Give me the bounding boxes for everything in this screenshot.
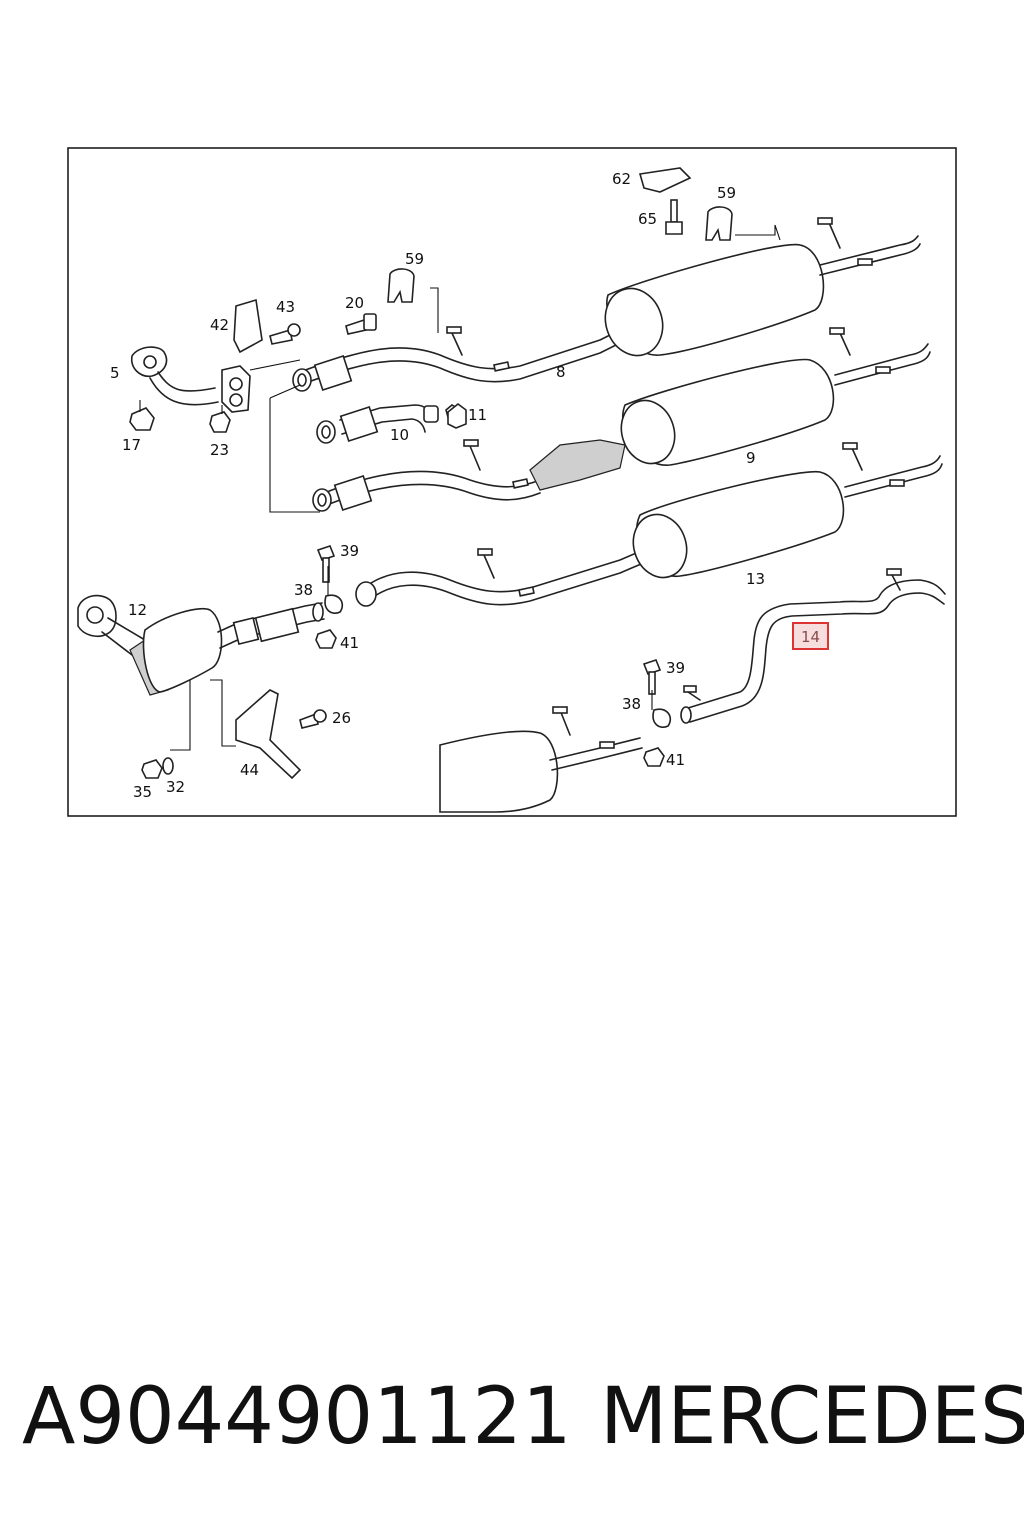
callout-14: 14 <box>801 628 820 646</box>
callout-41: 41 <box>340 634 359 652</box>
middle-muffler-9 <box>312 327 931 512</box>
hardware-parts <box>129 167 733 780</box>
callout-labels: 62 65 59 59 42 43 20 5 17 23 8 10 11 9 3… <box>110 170 765 801</box>
exhaust-pipe-14 <box>680 568 946 724</box>
callout-59: 59 <box>717 184 736 202</box>
callout-17: 17 <box>122 436 141 454</box>
callout-23: 23 <box>210 441 229 459</box>
callout-35: 35 <box>133 783 152 801</box>
callout-10: 10 <box>390 426 409 444</box>
callout-59: 59 <box>405 250 424 268</box>
callout-5: 5 <box>110 364 120 382</box>
front-pipe-5 <box>130 346 251 413</box>
highlighted-part-callout[interactable]: 14 <box>792 622 829 650</box>
pipe-section-10 <box>316 404 461 444</box>
callout-26: 26 <box>332 709 351 727</box>
callout-38: 38 <box>294 581 313 599</box>
footer-caption: A9044901121 MERCEDES <box>22 1372 1024 1472</box>
callout-20: 20 <box>345 294 364 312</box>
rear-muffler-8 <box>292 217 921 392</box>
callout-43: 43 <box>276 298 295 316</box>
callout-38: 38 <box>622 695 641 713</box>
catalytic-converter-12 <box>77 594 325 696</box>
callout-39: 39 <box>666 659 685 677</box>
callout-39: 39 <box>340 542 359 560</box>
callout-65: 65 <box>638 210 657 228</box>
callout-8: 8 <box>556 363 566 381</box>
callout-44: 44 <box>240 761 259 779</box>
callout-13: 13 <box>746 570 765 588</box>
lower-muffler-partial <box>439 706 643 813</box>
brand-name: MERCEDES <box>600 1372 1024 1462</box>
callout-42: 42 <box>210 316 229 334</box>
callout-41: 41 <box>666 751 685 769</box>
diagram-frame <box>67 147 957 817</box>
leader-lines <box>139 224 781 751</box>
part-number: A9044901121 <box>22 1372 572 1462</box>
callout-9: 9 <box>746 449 756 467</box>
callout-11: 11 <box>468 406 487 424</box>
callout-12: 12 <box>128 601 147 619</box>
callout-32: 32 <box>166 778 185 796</box>
callout-62: 62 <box>612 170 631 188</box>
highlight-box <box>792 622 829 650</box>
front-muffler-13 <box>355 442 943 607</box>
